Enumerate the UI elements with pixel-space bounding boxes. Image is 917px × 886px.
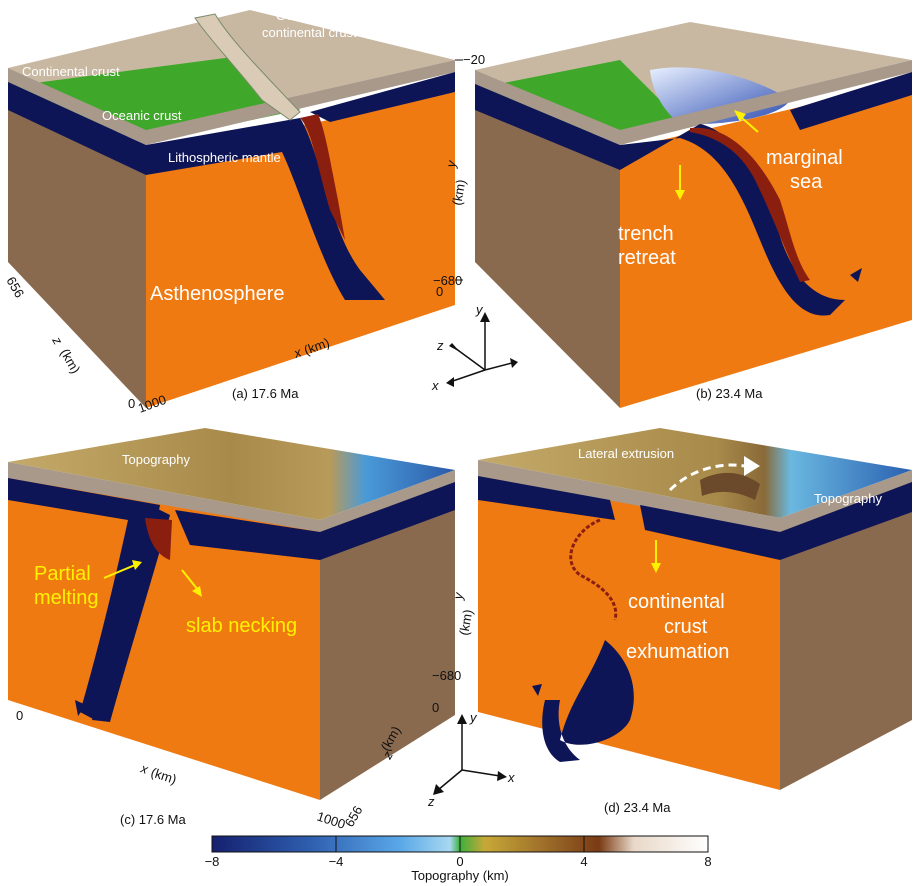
label-trench-line1: trench — [618, 223, 674, 245]
label-oceanic-crust: Oceanic crust — [102, 108, 182, 123]
caption-a: (a) 17.6 Ma — [232, 386, 299, 401]
caption-d: (d) 23.4 Ma — [604, 800, 671, 815]
axis-c-y-unit: (km) — [456, 608, 475, 636]
panel-c-slab — [92, 505, 170, 722]
triad-bottom-y: y — [469, 710, 478, 725]
axis-c-x-label: x — [138, 760, 150, 777]
colorbar-tick-4: 8 — [704, 854, 711, 869]
panel-d-slab-tip — [532, 684, 542, 696]
panel-c-slab-tip — [75, 700, 86, 716]
panel-d-melt-trail — [569, 518, 618, 621]
arrow-exhumation-head — [651, 563, 661, 573]
arrow-partial-melting-head — [132, 560, 142, 570]
colorbar-tick-1: −4 — [329, 854, 344, 869]
label-continental-line3: exhumation — [626, 641, 729, 663]
axis-z-near: 0 — [128, 396, 135, 411]
label-partial-line2: melting — [34, 587, 98, 609]
caption-c: (c) 17.6 Ma — [120, 812, 187, 827]
panel-c-crust-rim — [8, 462, 455, 532]
colorbar-tick-3: 4 — [580, 854, 587, 869]
panel-c-lithospheric-mantle — [8, 478, 455, 720]
triad-top-y: y — [475, 302, 484, 317]
panel-c-side-face — [320, 475, 455, 800]
panel-c-top-face — [8, 428, 455, 520]
panel-a-overriding-lith — [310, 72, 455, 122]
panel-a-front-face — [146, 92, 455, 408]
panel-b: trench retreat marginal sea (b) 23.4 Ma — [475, 22, 912, 408]
arrow-marginal-sea-head — [734, 110, 746, 122]
axis-y-unit: (km) — [449, 178, 468, 206]
label-overriding-line1: Overriding — [276, 8, 336, 23]
axis-c-y-zero: 0 — [432, 700, 439, 715]
panel-d-side-face — [780, 478, 912, 790]
axis-triad-top: y z x — [431, 302, 518, 393]
arrow-lateral-extrusion — [668, 463, 745, 492]
colorbar: −8 −4 0 4 8 Topography (km) — [205, 835, 712, 883]
caption-b: (b) 23.4 Ma — [696, 386, 763, 401]
triad-top-x: x — [431, 378, 439, 393]
panel-b-overriding-lith — [790, 72, 912, 130]
label-continental-line1: continental — [628, 591, 725, 613]
panel-b-lithospheric-mantle — [475, 84, 845, 316]
label-asthenosphere: Asthenosphere — [150, 283, 285, 305]
label-lithospheric-mantle: Lithospheric mantle — [168, 150, 281, 165]
axis-z-label: z — [49, 333, 66, 347]
panel-d-detached-slab — [542, 640, 634, 762]
colorbar-tick-0: −8 — [205, 854, 220, 869]
label-partial-line1: Partial — [34, 563, 91, 585]
arrow-partial-melting — [103, 564, 136, 579]
axis-c-y-value: −680 — [432, 668, 461, 683]
label-marginal-line2: sea — [790, 171, 823, 193]
axis-c-x-unit: (km) — [149, 765, 178, 787]
arrow-slab-necking-head — [192, 586, 202, 597]
triad-bottom-z: z — [427, 794, 435, 809]
axis-y-label: y — [443, 158, 459, 169]
triad-bottom-x: x — [507, 770, 515, 785]
axis-y-top-value: −20 — [463, 52, 485, 67]
axis-c-z-value: 656 — [342, 803, 366, 829]
colorbar-tick-2: 0 — [456, 854, 463, 869]
axis-z-unit: (km) — [57, 346, 83, 376]
triad-top-z: z — [436, 338, 444, 353]
panel-c: Topography Partial melting slab necking … — [8, 428, 475, 832]
colorbar-title: Topography (km) — [411, 868, 509, 883]
panel-d-extrusion-zone — [700, 472, 760, 500]
panel-a-crust-rim — [8, 60, 455, 145]
panel-b-oceanic-crust — [478, 60, 680, 140]
panel-a-lithospheric-mantle — [8, 82, 385, 300]
label-topography-d: Topography — [814, 491, 882, 506]
panel-d-lithospheric-mantle — [478, 476, 912, 560]
panel-b-slab-tip — [850, 268, 862, 282]
label-overriding-line2: continental crust — [262, 25, 357, 40]
axis-c-x-start: 0 — [16, 708, 23, 723]
panel-a-melt — [300, 114, 345, 240]
label-slab-necking: slab necking — [186, 615, 297, 637]
axis-triad-bottom: y z x — [427, 710, 515, 809]
axis-c-y-label: y — [450, 590, 466, 601]
panel-b-crust-rim — [475, 60, 912, 145]
panel-c-front-face — [8, 478, 320, 800]
axis-x-end: 0 — [436, 284, 443, 299]
panel-b-melt — [690, 127, 810, 282]
label-trench-line2: retreat — [618, 247, 676, 269]
panel-d: Lateral extrusion Topography continental… — [478, 428, 912, 815]
arrow-trench-retreat-head — [675, 190, 685, 200]
panel-d-crust-rim — [478, 460, 912, 532]
label-topography-c: Topography — [122, 452, 190, 467]
panel-a-trench — [194, 13, 301, 121]
axis-y-bottom-value: −680 — [433, 273, 462, 288]
arrow-marginal-sea — [741, 117, 759, 133]
label-continental-line2: crust — [664, 616, 708, 638]
panel-c-melt — [145, 518, 172, 560]
arrow-lateral-extrusion-head — [744, 456, 760, 476]
arrow-slab-necking — [181, 569, 199, 591]
label-marginal-line1: marginal — [766, 147, 843, 169]
panel-a: Continental crust Overriding continental… — [3, 8, 485, 416]
label-continental-crust: Continental crust — [22, 64, 120, 79]
label-lateral-extrusion: Lateral extrusion — [578, 446, 674, 461]
